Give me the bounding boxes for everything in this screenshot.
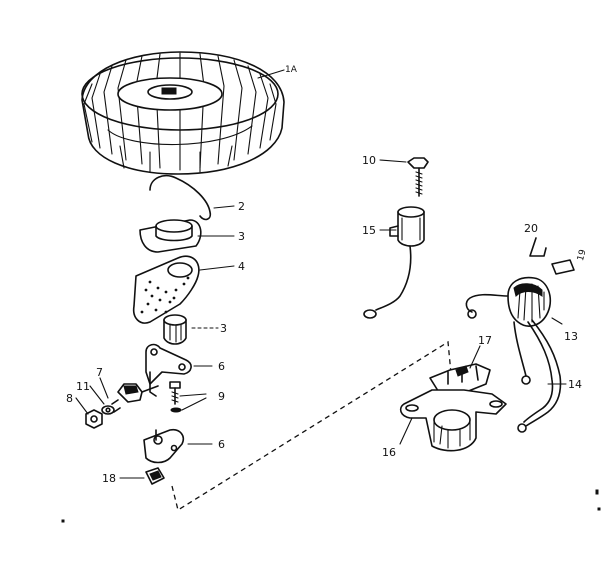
clip-part: 20 [524,222,547,257]
cover-part: 19 [551,248,589,275]
bracket-upper-part: 6 [145,343,225,397]
spring-part: 2 [149,174,245,221]
base-label: 16 [382,446,396,459]
base-part: 16 [382,389,507,459]
spring-7-part: 7 [96,366,159,403]
spring-7-label: 7 [96,366,103,379]
coil-label: 13 [564,330,578,343]
nut-washer-part: 8 11 [66,380,121,429]
condenser-part: 15 [362,206,425,319]
air-vane-upper-label: 3 [238,230,245,243]
coil-part: 13 [465,276,578,385]
screw-label: 9 [218,390,225,403]
flywheel-part: 1A [81,51,298,175]
spring-label: 2 [238,200,245,213]
scan-specks [61,489,601,523]
air-vane-lower-part: 3 [163,314,227,345]
bracket-upper-label: 6 [218,360,225,373]
points-part: 17 [429,334,492,395]
gasket-part: 4 [132,255,245,324]
condenser-label: 15 [362,224,376,237]
key-label: 18 [102,472,116,485]
flywheel-label: 1A [285,65,298,75]
washer-label: 11 [76,380,90,393]
points-label: 17 [478,334,492,347]
nut-label: 8 [66,392,73,405]
air-vane-lower-label: 3 [220,322,227,335]
key-part: 18 [102,467,165,485]
screw-10-label: 10 [362,154,376,167]
screw-part: 9 [169,381,225,413]
bracket-lower-label: 6 [218,438,225,451]
wire-part: 14 [517,319,582,433]
air-vane-upper-part: 3 [139,219,245,253]
gasket-label: 4 [238,260,245,273]
screw-10-part: 10 [362,154,429,197]
cover-label: 19 [576,248,589,262]
clip-label: 20 [524,222,538,235]
assembly-guide-line [171,340,453,512]
wire-label: 14 [568,378,582,391]
bracket-lower-part: 6 [143,428,225,464]
